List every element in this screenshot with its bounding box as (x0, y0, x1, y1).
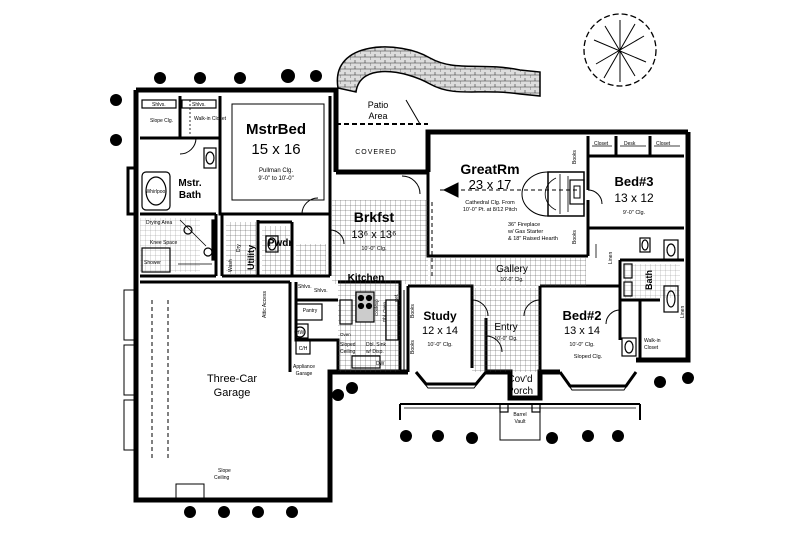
study-name: Study (423, 309, 457, 323)
garage-doors (123, 289, 205, 501)
covered-label: COVERED (355, 149, 397, 156)
barrel-vault-2: Vault (514, 419, 526, 425)
entry-clg: 10'-0" Clg. (494, 336, 517, 342)
gallery-name: Gallery (496, 264, 528, 275)
knee-space-label: Knee Space (150, 240, 177, 246)
bed2-clg: 10'-0" Clg. (569, 342, 595, 348)
ca-label: C/H (299, 346, 308, 352)
drying-area-label: Drying Area (146, 220, 172, 226)
bed3-size: 13 x 12 (614, 191, 654, 205)
sink-label2: w/ Disp. (366, 349, 384, 355)
master-bed-size: 15 x 16 (251, 141, 300, 158)
breakfast-name: Brkfst (354, 209, 395, 225)
bed2-size: 13 x 14 (564, 325, 600, 337)
sloped-label: Sloped (340, 342, 356, 348)
appliance-garage-2: Garage (296, 371, 313, 377)
great-room-note2: 10'-0" Pt. at 8/12 Pitch (463, 207, 517, 213)
attic-access-label: Attic Access (262, 291, 268, 318)
barrel-vault-1: Barrel (513, 412, 526, 418)
bed3-closet1: Closet (594, 141, 609, 147)
doors (179, 137, 621, 353)
books-label-gr2: Books (572, 230, 578, 244)
garden-wall (336, 46, 541, 97)
tree-icon (583, 13, 657, 87)
study-clg: 10'-0" Clg. (427, 342, 453, 348)
entry-name: Entry (494, 322, 517, 333)
study-books1: Books (410, 304, 416, 318)
bath-name: Bath (644, 270, 654, 290)
kitchen-shlvs: Shlvs. (314, 288, 328, 294)
breakfast-clg: 10'-0" Clg. (361, 246, 387, 252)
garage-slope1: Slope (218, 468, 231, 474)
porch-name1: Cov'd (507, 374, 532, 385)
garage-name1: Three-Car (207, 373, 257, 385)
pullman-ceiling-outline (231, 103, 325, 201)
bed2-walkin1: Walk-in (644, 338, 661, 344)
fireplace-note1: 36" Fireplace (508, 222, 540, 228)
master-bed-note1: Pullman Clg. (259, 168, 293, 174)
bath-fixtures (141, 99, 679, 357)
patio-name: Patio (368, 100, 389, 110)
master-bath-name: Mstr. (178, 178, 202, 189)
closet-shelves (189, 100, 680, 258)
oven-label: Oven (340, 332, 351, 337)
kitchen-fixtures (294, 290, 405, 372)
sink-label1: Dbl. Sink (366, 342, 387, 348)
dry-label: Dry (236, 244, 242, 252)
patio-area (335, 99, 428, 172)
ref-label: Ref. (394, 294, 399, 302)
study-size: 12 x 14 (422, 325, 458, 337)
utility-name: Utility (246, 245, 256, 270)
dbl-oven-label: Dbl. Oven (382, 301, 387, 322)
master-bed-note2: 9'-0" to 10'-0" (258, 176, 294, 182)
bed3-closet2: Closet (656, 141, 671, 147)
front-porch (399, 403, 641, 441)
bed3-name: Bed#3 (614, 174, 653, 189)
great-room-name: GreatRm (460, 161, 519, 177)
master-bed-name: MstrBed (246, 121, 306, 138)
master-bath-name2: Bath (179, 190, 201, 201)
bay-windows (414, 371, 638, 391)
walkin-closet-label: Walk-in Closet (194, 116, 227, 122)
bed3-clg: 9'-0" Clg. (623, 210, 646, 216)
garage-slope2: Ceiling (214, 475, 230, 481)
pantry-label: Pantry (303, 308, 318, 314)
slope-clg-label: Slope Clg. (150, 118, 173, 124)
great-room-note1: Cathedral Clg. From (465, 200, 515, 206)
ceiling-label: Ceiling (340, 349, 356, 355)
porch-name2: Porch (507, 386, 533, 397)
linen-label-1: Linen (608, 252, 614, 264)
tile-floors (140, 200, 680, 372)
garage-name2: Garage (214, 387, 251, 399)
dw-label: DW (376, 361, 385, 367)
bed2-name: Bed#2 (562, 308, 601, 323)
linen-label-2: Linen (680, 306, 686, 318)
shrubs (110, 69, 694, 518)
wash-label: Wash (228, 259, 234, 272)
study-books2: Books (410, 340, 416, 354)
bed3-desk: Desk (624, 141, 636, 147)
powder-name: Pwdr (268, 238, 293, 249)
whirlpool-label: Whirlpool (146, 189, 167, 195)
patio-name2: Area (368, 111, 387, 121)
gallery-clg: 10'-0" Clg. (500, 277, 523, 283)
fireplace-note2: w/ Gas Starter (507, 229, 543, 235)
cooktop-label: Cooktop (374, 299, 379, 316)
appliance-garage-1: Appliance (293, 364, 315, 370)
bed2-sloped: Sloped Clg. (574, 354, 603, 360)
fireplace-note3: & 18" Raised Hearth (508, 236, 558, 242)
shlvs-label-2: Shlvs. (192, 102, 206, 108)
room-labels: MstrBed 15 x 16 Pullman Clg. 9'-0" to 10… (144, 100, 686, 481)
utility-shlvs: Shlvs. (298, 284, 312, 290)
breakfast-size: 13⁶ x 13⁶ (351, 229, 396, 241)
kitchen-name: Kitchen (348, 273, 385, 284)
bed2-walkin2: Closet (644, 345, 659, 351)
hw-label: HW (296, 330, 305, 336)
great-room-size: 23 x 17 (469, 177, 512, 192)
great-room-details (431, 171, 585, 276)
shower-label: Shower (144, 260, 161, 266)
shlvs-label-1: Shlvs. (152, 102, 166, 108)
books-label-gr1: Books (572, 150, 578, 164)
